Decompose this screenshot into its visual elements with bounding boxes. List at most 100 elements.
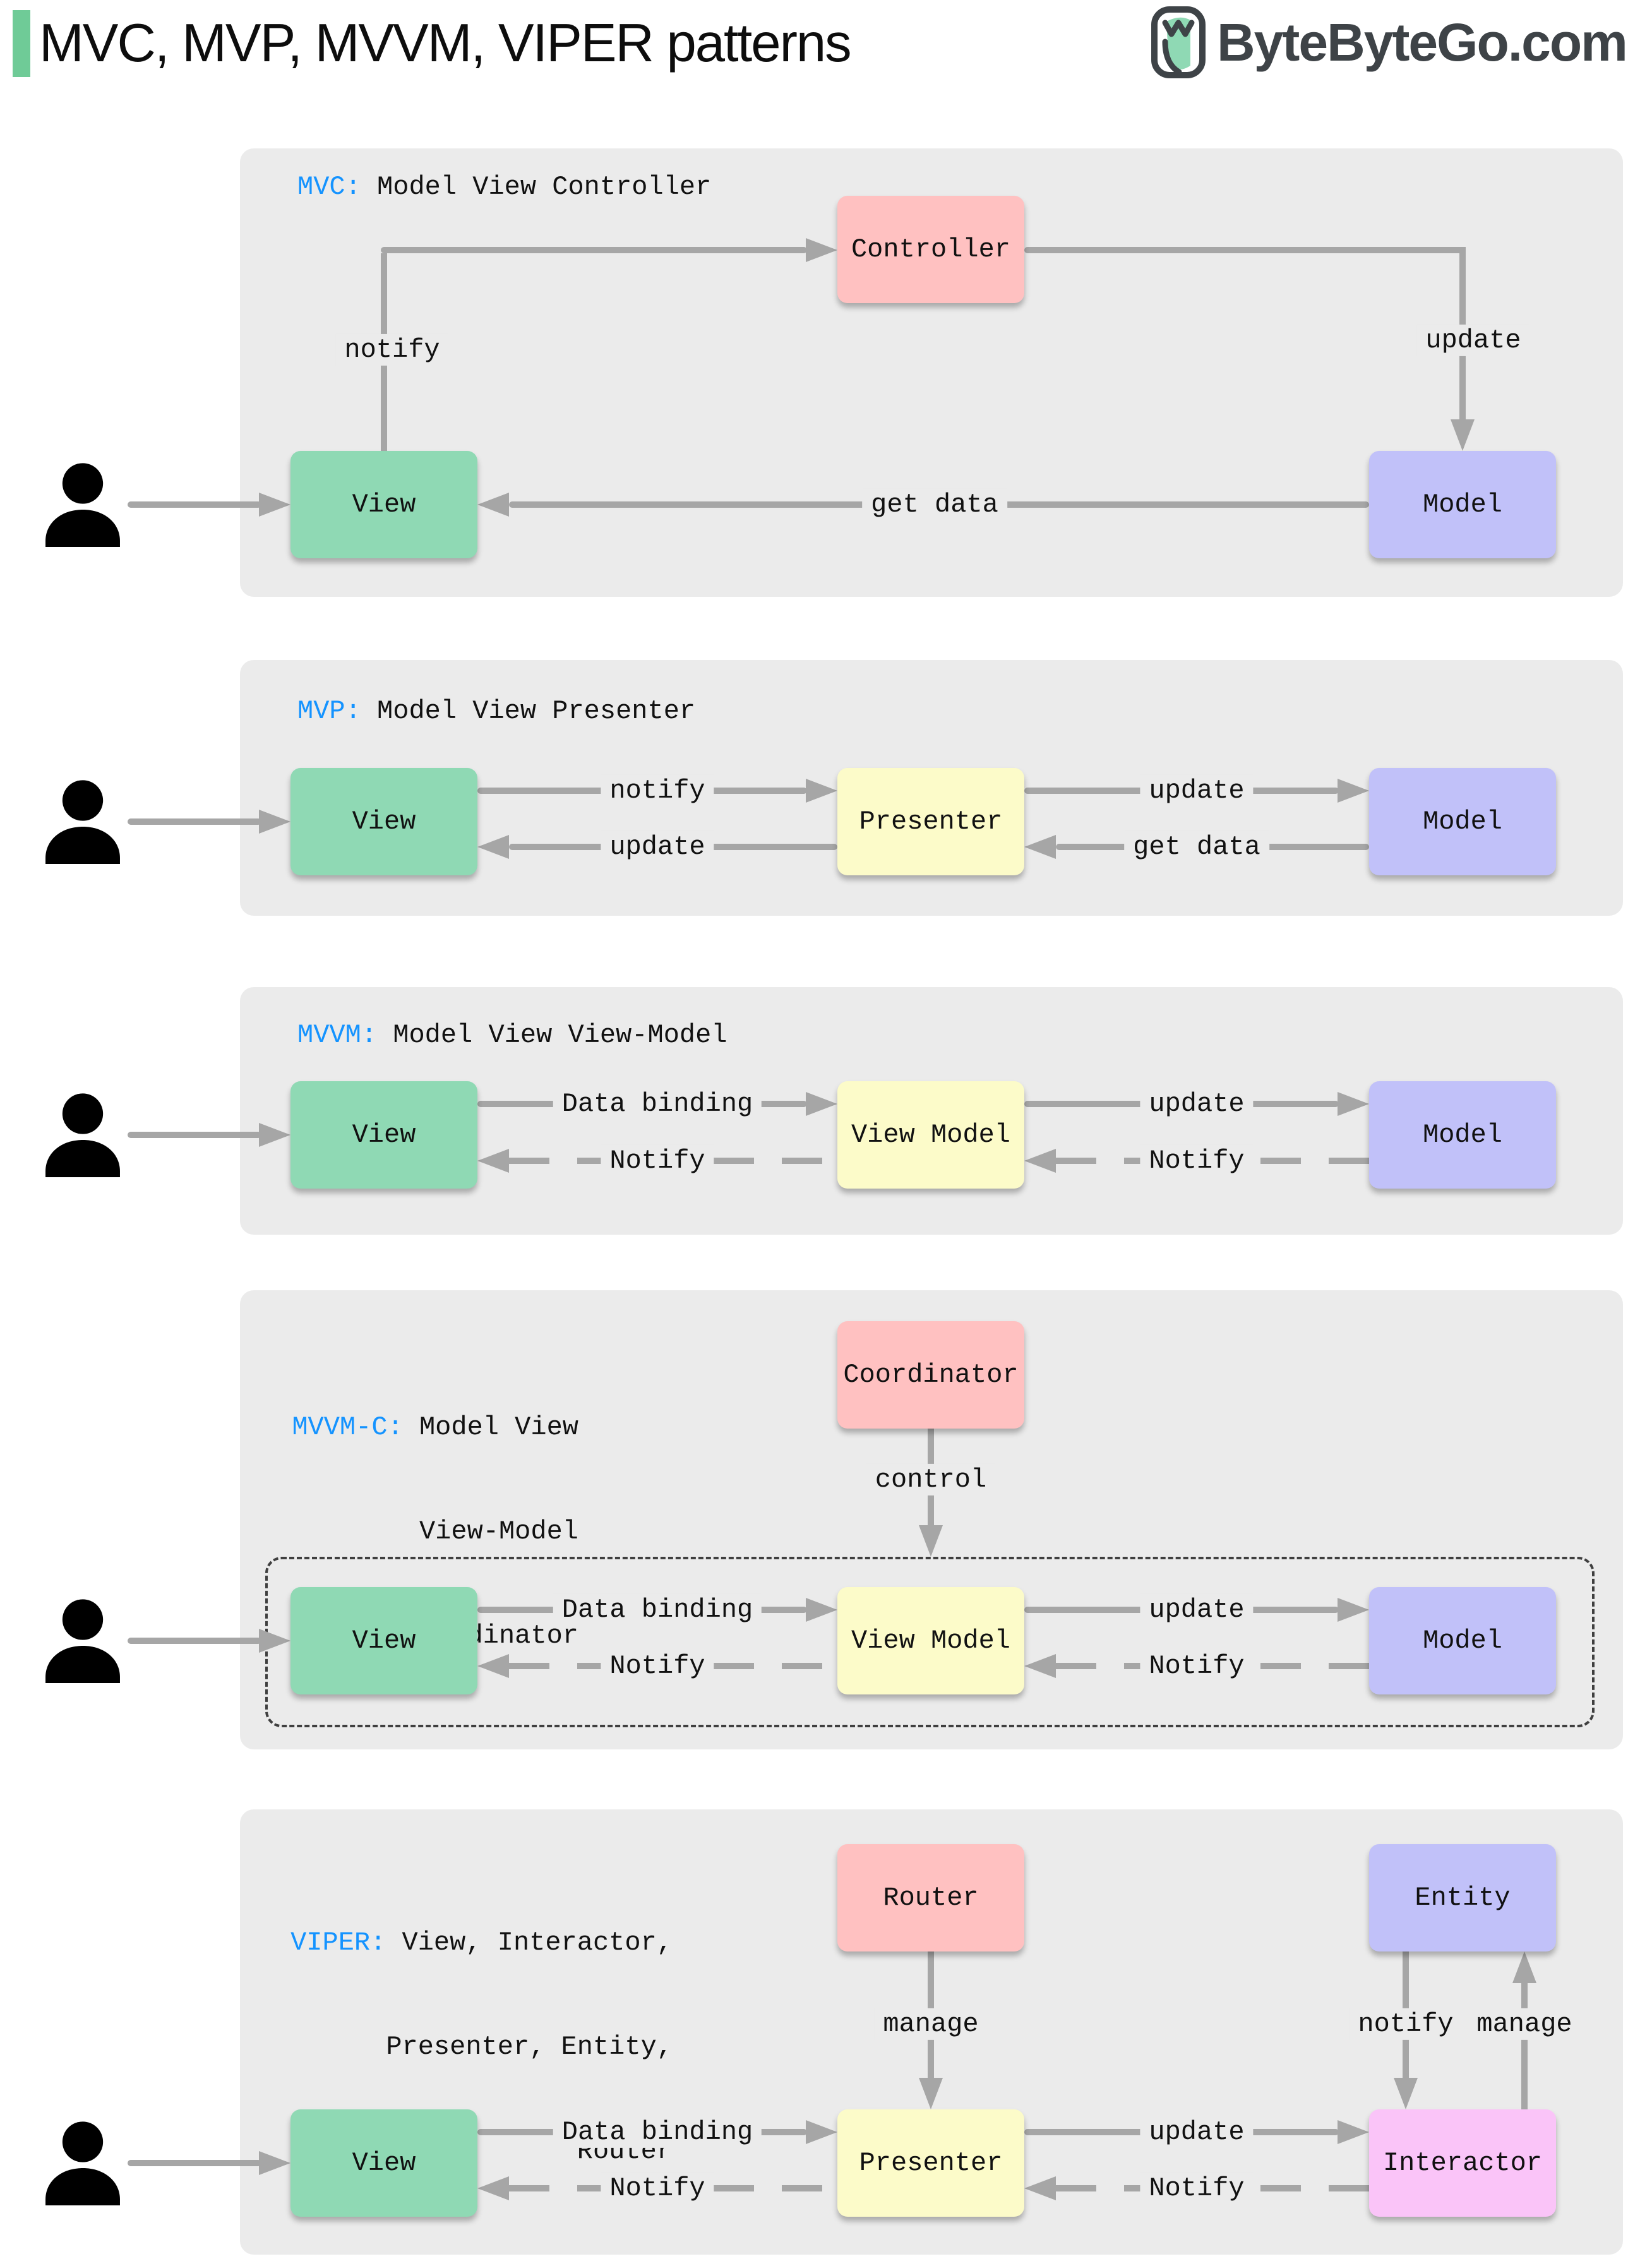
viper-databinding-label: Data binding [553,2116,762,2149]
page-title: MVC, MVP, MVVM, VIPER patterns [39,13,852,73]
mvvm-c-abbr: MVVM-C: [292,1412,404,1442]
viper-manage-entity-line [1521,1983,1528,2109]
mvc-getdata-label: get data [862,488,1007,521]
mvvm-c-user-arrow-line [128,1638,261,1644]
mvc-notify-arrow-head [806,238,837,262]
mvp-view-box: View [290,768,477,875]
person-icon [45,1599,120,1683]
mvp-abbr: MVP: [297,696,361,726]
mvvm-c-name-line2: View-Model [419,1516,578,1547]
mvc-name: Model View Controller [361,172,712,202]
mvp-name: Model View Presenter [361,696,696,726]
viper-notify-presenter-arrow-head [1024,2176,1056,2200]
mvp-presenter-box: Presenter [837,768,1024,875]
mvvm-c-control-arrow-head [919,1525,943,1557]
viper-notify-view-label: Notify [601,2172,714,2205]
mvvm-c-update-label: update [1140,1593,1254,1626]
mvc-model-box: Model [1369,451,1556,558]
mvp-update-model-arrow-head [1338,779,1369,803]
viper-user-arrow-head [259,2151,290,2175]
viper-presenter-box: Presenter [837,2109,1024,2217]
mvvm-c-user-arrow-head [259,1629,290,1653]
mvvm-viewmodel-box: View Model [837,1081,1024,1189]
mvc-update-arrow-head [1451,419,1475,451]
viper-manage-entity-arrow-head [1512,1951,1536,1983]
viper-router-box: Router [837,1844,1024,1951]
viper-user-arrow-line [128,2160,261,2166]
mvvm-databinding-arrow-head [806,1092,837,1116]
mvc-view-box: View [290,451,477,558]
viper-interactor-box: Interactor [1369,2109,1556,2217]
mvp-notify-arrow-head [806,779,837,803]
person-icon [45,2121,120,2205]
mvvm-c-notify-view-arrow-head [477,1654,509,1678]
mvc-update-label: update [1416,324,1530,357]
person-icon [45,1093,120,1177]
mvp-notify-label: notify [601,774,714,807]
mvvm-c-databinding-arrow-head [806,1598,837,1622]
mvvm-notify-vm-arrow-head [1024,1149,1056,1173]
viper-manage-presenter-label: manage [874,2008,988,2041]
mvvm-c-panel-title: MVVM-C: Model View View-Model Coordinato… [288,1341,578,1723]
mvc-controller-box: Controller [837,196,1024,303]
mvvm-update-label: update [1140,1088,1254,1120]
mvc-panel-title: MVC: Model View Controller [297,170,711,205]
mvvm-c-notify-vm-arrow-head [1024,1654,1056,1678]
mvc-user-arrow-head [259,493,290,517]
mvvm-user-arrow-head [259,1123,290,1147]
viper-notify-interactor-label: notify [1349,2008,1463,2041]
person-icon [45,780,120,864]
viper-abbr: VIPER: [290,1927,386,1958]
mvp-user-arrow-line [128,818,261,825]
title-accent-bar [13,10,30,77]
mvvm-notify-view-arrow-head [477,1149,509,1173]
mvp-model-box: Model [1369,768,1556,875]
viper-manage-entity-label: manage [1468,2008,1581,2041]
logo: ByteByteGo.com [1151,6,1628,78]
viper-name-line1: View, Interactor, [386,1927,673,1958]
mvvm-c-control-label: control [866,1463,996,1496]
mvvm-c-databinding-label: Data binding [553,1593,762,1626]
mvc-notify-line-horizontal [381,247,807,253]
mvc-update-line-horizontal [1024,247,1466,253]
mvvm-c-name-line1: Model View [403,1412,578,1442]
mvvm-model-box: Model [1369,1081,1556,1189]
mvp-user-arrow-head [259,810,290,834]
mvvm-name: Model View View-Model [377,1020,727,1050]
viper-entity-box: Entity [1369,1844,1556,1951]
viper-panel-title: VIPER: View, Interactor, Presenter, Enti… [287,1856,673,2238]
mvvm-databinding-label: Data binding [553,1088,762,1120]
viper-title-line1: VIPER: View, Interactor, [287,1926,673,1960]
mvvm-c-viewmodel-box: View Model [837,1587,1024,1694]
mvvm-c-update-arrow-head [1338,1598,1369,1622]
mvvm-c-notify-vm-label: Notify [1140,1650,1254,1682]
mvvm-c-title-line1: MVVM-C: Model View [288,1410,578,1445]
mvvm-view-box: View [290,1081,477,1189]
viper-notify-presenter-label: Notify [1140,2172,1254,2205]
mvp-getdata-label: get data [1124,830,1269,863]
bytebytego-owl-icon [1151,6,1206,78]
mvvm-c-model-box: Model [1369,1587,1556,1694]
mvvm-update-arrow-head [1338,1092,1369,1116]
mvp-getdata-arrow-head [1024,835,1056,859]
mvvm-notify-vm-label: Notify [1140,1144,1254,1177]
mvvm-notify-view-label: Notify [601,1144,714,1177]
viper-manage-presenter-arrow-head [919,2078,943,2109]
viper-name-line2: Presenter, Entity, [386,2032,673,2062]
viper-update-arrow-head [1338,2120,1369,2144]
mvvm-c-notify-view-label: Notify [601,1650,714,1682]
viper-view-box: View [290,2109,477,2217]
viper-notify-view-arrow-head [477,2176,509,2200]
mvp-update-view-arrow-head [477,835,509,859]
mvvm-c-coordinator-box: Coordinator [837,1321,1024,1429]
mvvm-abbr: MVVM: [297,1020,378,1050]
mvp-update-model-label: update [1140,774,1254,807]
person-icon [45,463,120,547]
mvvm-c-view-box: View [290,1587,477,1694]
mvvm-panel-title: MVVM: Model View View-Model [297,1018,727,1053]
viper-databinding-arrow-head [806,2120,837,2144]
mvc-notify-label: notify [335,333,449,366]
mvc-abbr: MVC: [297,172,361,202]
logo-text: ByteByteGo.com [1217,13,1628,72]
